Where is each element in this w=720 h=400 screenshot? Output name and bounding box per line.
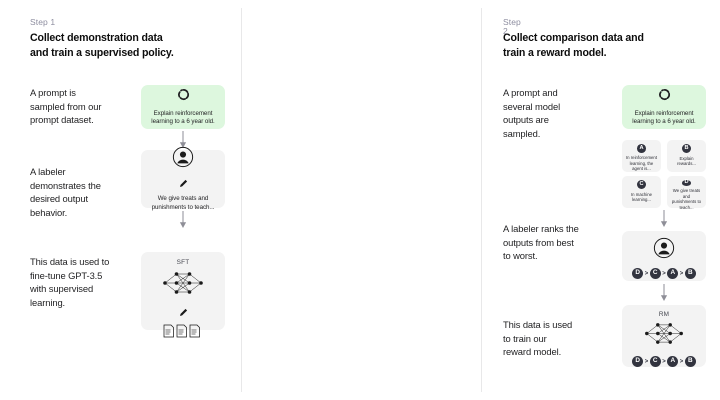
rank-sep-1: >	[644, 270, 649, 277]
option-text-c: In machine learning...	[630, 191, 653, 203]
spinner-icon	[177, 88, 190, 106]
step-1-prompt-caption: Explain reinforcement learning to a 6 ye…	[151, 109, 215, 125]
column-step-3: Step 3 Optimize a policy against the rew…	[481, 0, 720, 400]
rm-rank-sep-3: >	[679, 358, 684, 365]
option-text-b: Explain rewards...	[677, 155, 696, 167]
rank-badge-1: D	[632, 268, 644, 279]
step-2-arrow-1	[660, 210, 668, 233]
rm-rank-badge-3: A	[667, 356, 679, 367]
step-1-sft-tag: SFT	[176, 259, 190, 266]
documents-icon	[163, 324, 203, 343]
step-1-paragraph-2: A labeler demonstrates the desired outpu…	[30, 166, 101, 218]
labeler-person-icon	[172, 146, 194, 173]
step-2-option-c: C In machine learning...	[622, 176, 661, 208]
option-badge-a: A	[637, 144, 646, 153]
rank-badge-3: A	[667, 268, 679, 279]
column-step-2: Step 2 Collect comparison data and train…	[241, 0, 706, 400]
step-2-paragraph-2: A labeler ranks the outputs from best to…	[503, 223, 579, 262]
step-2-option-b: B Explain rewards...	[667, 140, 706, 172]
labeler-person-icon	[653, 237, 675, 264]
step-1-paragraph-1: A prompt is sampled from our prompt data…	[30, 87, 102, 126]
rm-rank-badge-2: C	[649, 356, 661, 367]
step-1-labeler-caption: We give treats and punishments to teach.…	[151, 195, 215, 211]
column-step-1: Step 1 Collect demonstration data and tr…	[0, 0, 241, 400]
column-divider-2	[481, 8, 482, 392]
rank-badge-4: B	[684, 268, 696, 279]
step-2-paragraph-1: A prompt and several model outputs are s…	[503, 87, 561, 139]
step-2-rm-tag: RM	[658, 311, 670, 318]
option-badge-c: C	[637, 180, 646, 189]
rank-sep-2: >	[662, 270, 666, 277]
step-2-ranking-row: D > C > A > B	[632, 268, 696, 279]
spinner-icon	[658, 88, 671, 106]
step-1-arrow-2	[179, 211, 187, 234]
rank-badge-2: C	[649, 268, 661, 279]
rm-rank-sep-2: >	[662, 358, 666, 365]
step-2-rm-box: RM	[622, 305, 706, 367]
neural-network-icon	[642, 319, 686, 353]
pencil-icon	[179, 304, 188, 322]
step-1-labeler-box: We give treats and punishments to teach.…	[141, 147, 225, 211]
step-2-paragraph-3: This data is used to train our reward mo…	[503, 319, 573, 358]
step-2-ranking-box: D > C > A > B	[622, 231, 706, 281]
step-2-label: Step 2	[503, 17, 521, 36]
step-2-option-a: A In reinforcement learning, the agent i…	[622, 140, 661, 172]
step-2-title: Collect comparison data and train a rewa…	[503, 32, 644, 59]
option-badge-b: B	[682, 144, 691, 153]
rank-sep-3: >	[679, 270, 684, 277]
option-text-a: In reinforcement learning, the agent is.…	[625, 155, 658, 172]
rm-rank-badge-4: B	[684, 356, 696, 367]
step-1-arrow-1	[179, 131, 187, 154]
column-divider-1	[241, 8, 242, 392]
step-2-option-d: D We give treats and punishments to teac…	[667, 176, 706, 210]
step-2-rm-ranking-row: D > C > A > B	[632, 356, 696, 367]
step-2-arrow-2	[660, 284, 668, 307]
rm-rank-sep-1: >	[644, 358, 649, 365]
step-1-label: Step 1	[30, 17, 56, 27]
step-2-prompt-caption: Explain reinforcement learning to a 6 ye…	[632, 109, 696, 125]
step-1-sft-box: SFT	[141, 252, 225, 338]
step-1-title: Collect demonstration data and train a s…	[30, 32, 174, 59]
option-text-d: We give treats and punishments to teach.…	[671, 188, 702, 210]
rm-rank-badge-1: D	[632, 356, 644, 367]
option-badge-d: D	[682, 179, 691, 186]
neural-network-icon	[160, 268, 206, 303]
step-2-prompt-box: Explain reinforcement learning to a 6 ye…	[622, 85, 706, 129]
step-1-paragraph-3: This data is used to fine-tune GPT-3.5 w…	[30, 256, 110, 308]
pencil-icon	[179, 175, 188, 193]
step-1-prompt-box: Explain reinforcement learning to a 6 ye…	[141, 85, 225, 129]
